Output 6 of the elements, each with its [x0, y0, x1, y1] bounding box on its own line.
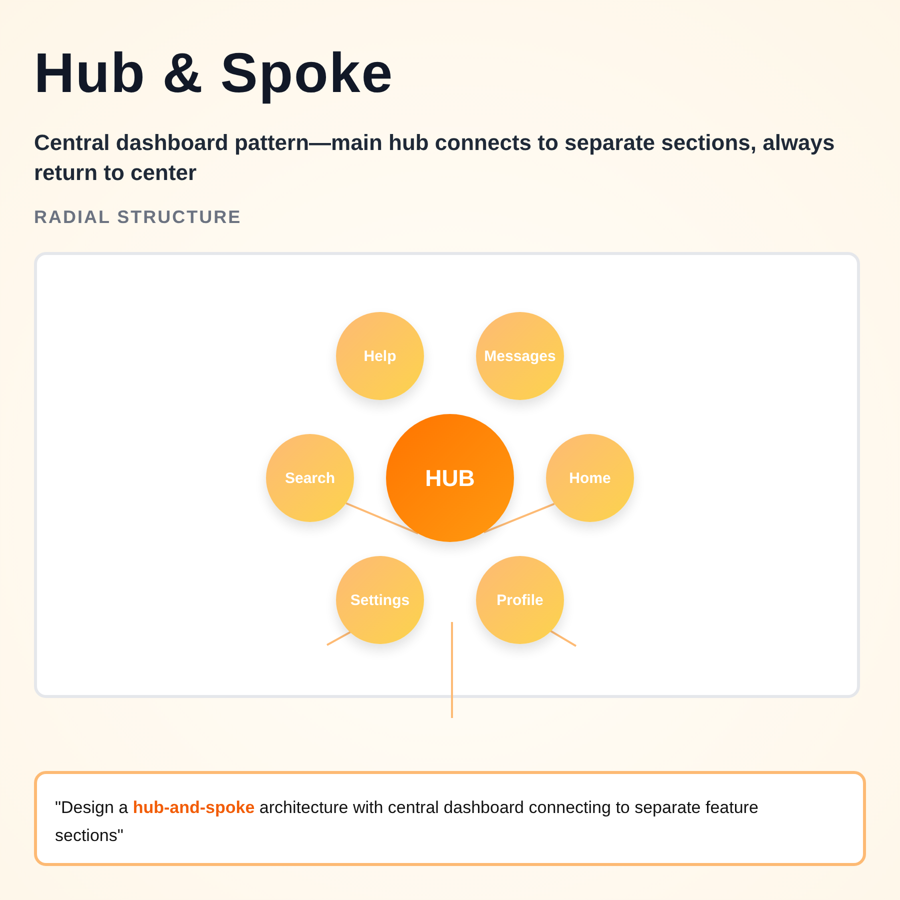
connector-line — [484, 502, 555, 534]
title: Hub & Spoke — [34, 40, 394, 105]
connector-line — [346, 502, 418, 534]
section-heading: RADIAL STRUCTURE — [34, 207, 242, 228]
subtitle: Central dashboard pattern—main hub connects to separate sections, always return to center — [34, 129, 836, 187]
quote-box: "Design a hub-and-spoke architecture with central dashboard connecting to separate feature sections" — [34, 771, 866, 866]
